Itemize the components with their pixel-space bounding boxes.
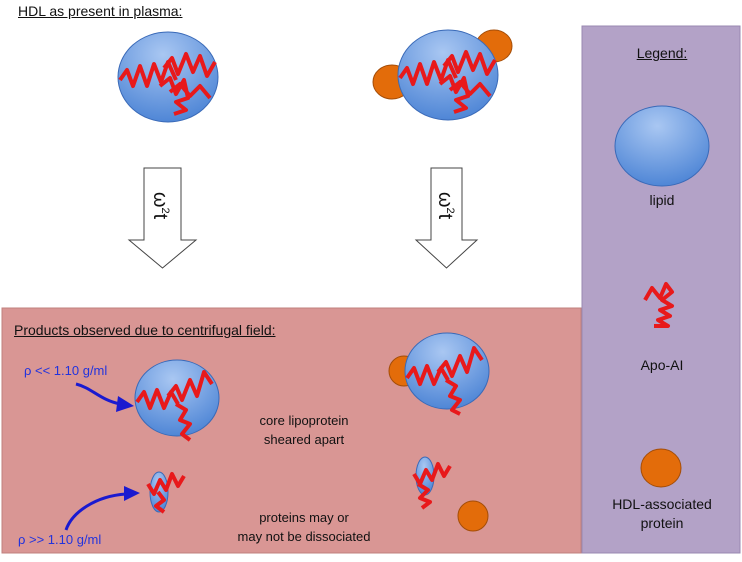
- arrow-label-right: ω2t: [433, 192, 456, 219]
- lipid-core: [397, 29, 499, 121]
- lipid-core: [404, 332, 490, 410]
- density-high-label: ρ >> 1.10 g/ml: [18, 532, 102, 547]
- lipid-core: [117, 31, 219, 123]
- note-proteins-line1: proteins may or: [259, 510, 349, 525]
- legend-apo-ai-icon: [643, 282, 674, 328]
- time-symbol: t: [434, 213, 457, 220]
- high-density-product: [146, 471, 186, 514]
- density-arrowhead-high: [124, 486, 140, 501]
- lipid-core: [134, 359, 220, 437]
- legend-protein-icon: [640, 448, 682, 488]
- low-density-product-with-protein: [388, 332, 490, 416]
- density-arrow-low: [75, 382, 121, 406]
- note-proteins-line2: may not be dissociated: [237, 529, 371, 544]
- apo-ai-strand: [436, 346, 484, 378]
- page-title: HDL as present in plasma:: [18, 3, 183, 19]
- centrifugation-arrow-right: [414, 167, 479, 269]
- time-symbol: t: [149, 213, 172, 220]
- note-proteins: proteins may or may not be dissociated: [228, 508, 380, 546]
- note-sheared-line1: core lipoprotein: [259, 413, 349, 428]
- apo-ai-strand: [448, 80, 492, 98]
- apo-ai-strand: [174, 402, 192, 442]
- legend-protein-label: HDL-associated protein: [582, 495, 742, 533]
- legend-lipid-label: lipid: [649, 192, 675, 208]
- omega-symbol: ω: [149, 191, 172, 208]
- apo-ai-strand: [154, 490, 166, 514]
- legend-protein-label-line1: HDL-associated: [612, 496, 712, 512]
- legend-protein-label-line2: protein: [640, 515, 684, 531]
- note-sheared-line2: sheared apart: [263, 432, 345, 447]
- hdl-particle-top-left: [117, 31, 219, 123]
- products-title: Products observed due to centrifugal fie…: [14, 322, 276, 338]
- legend-title: Legend:: [636, 45, 688, 61]
- apo-ai-strand: [416, 482, 432, 510]
- legend-lipid-icon: [614, 105, 710, 187]
- apo-ai-strand: [168, 82, 212, 100]
- apo-ai-strand: [444, 378, 462, 416]
- arrow-label-left: ω2t: [148, 192, 171, 219]
- hdl-particle-top-right: [372, 29, 513, 121]
- density-low-label: ρ << 1.10 g/ml: [24, 363, 108, 378]
- density-arrowhead-low: [116, 396, 134, 412]
- note-sheared: core lipoprotein sheared apart: [236, 411, 372, 449]
- apo-ai-strand: [162, 52, 217, 78]
- centrifugation-arrow-left: [127, 167, 198, 269]
- hdl-associated-protein: [457, 500, 489, 532]
- legend-apo-ai-label: Apo-AI: [640, 357, 684, 373]
- high-density-product-right: [412, 456, 489, 532]
- low-density-product: [134, 359, 220, 442]
- omega-symbol: ω: [434, 191, 457, 208]
- apo-ai-strand: [166, 370, 214, 402]
- apo-ai-strand: [442, 50, 497, 76]
- density-arrow-high: [64, 492, 127, 531]
- apo-ai-strand: [146, 472, 186, 496]
